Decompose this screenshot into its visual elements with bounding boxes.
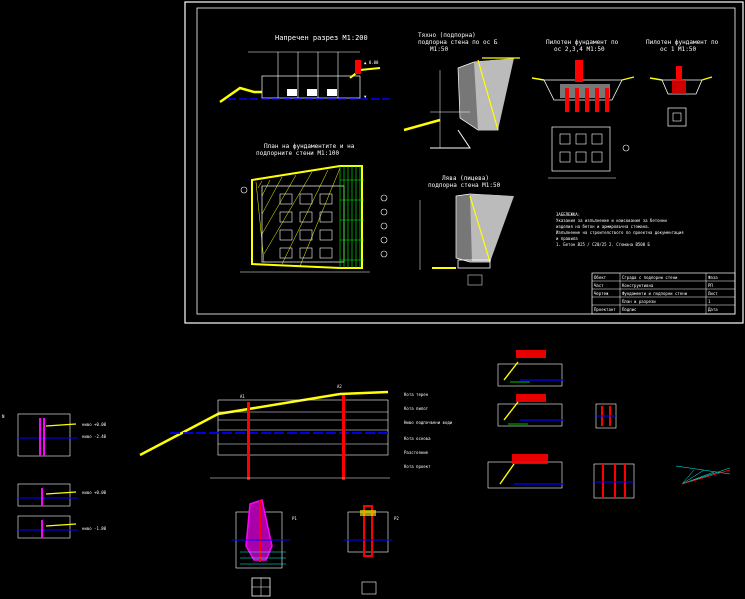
title-block-cell: Сграда с подпорни стени	[622, 275, 678, 280]
svg-text:▲ 0.00: ▲ 0.00	[364, 60, 379, 65]
title-block-cell: Конструктивна	[622, 283, 654, 288]
plan-title: План на фундаментите и на подпорните сте…	[256, 143, 358, 157]
pile-detail-left: P1	[232, 499, 297, 597]
note-line: 1. Бетон В25 / С20/25 2. Стомана В500 Б	[556, 242, 651, 247]
level-label: ниво -2.40	[82, 434, 107, 439]
pile-detail-right: P2	[344, 505, 399, 595]
profile-label: Ниво подпочвени води	[404, 420, 453, 425]
terrain-line	[219, 86, 262, 104]
sheet-notes: ЗАБЕЛЕЖКА: Указания за изпълнение и изис…	[556, 212, 684, 247]
profile-label: Кота пилот	[404, 406, 429, 411]
title-block-cell: Дата	[708, 307, 718, 312]
plan-hatched-wall	[251, 165, 363, 269]
title-block-cell: Част	[594, 283, 604, 288]
fan-detail	[675, 465, 731, 485]
title-block-cell: Проектант	[594, 307, 616, 312]
title-block-cell: Фаза	[708, 275, 718, 280]
title-block: Обект Сграда с подпорни стени Фаза Част …	[591, 272, 736, 315]
title-block-cell: Лист	[708, 291, 718, 296]
note-line: Указания за изпълнение и изисквания за б…	[556, 218, 667, 223]
section-longitudinal-view: Напречен разрез М1:200 ▲ 0.00 ▼	[219, 34, 390, 104]
level-label: ниво +0.00	[82, 422, 107, 427]
left-details: ниво +0.00 ниво -2.40 ниво +0.00 ниво -1…	[2, 413, 107, 539]
pile-tag: P1	[292, 516, 297, 521]
profile-label: Кота основа	[404, 436, 431, 441]
profile-terrain	[139, 390, 389, 457]
title-block-cell: Обект	[594, 275, 607, 280]
foundation-a-title: Пилотен фундамент по ос 2,3,4 М1:50	[546, 39, 622, 53]
profile-tag: A2	[337, 384, 342, 389]
section-longitudinal-title: Напречен разрез М1:200	[275, 34, 368, 42]
level-label: ниво +0.00	[82, 490, 107, 495]
level-label: ниво -1.80	[82, 526, 107, 531]
profile-label: Кота проект	[404, 464, 431, 469]
svg-text:▼: ▼	[364, 94, 367, 99]
note-line: Изпълнение на строителството по проектна…	[556, 230, 684, 235]
profile-tag: A1	[240, 394, 245, 399]
note-line: изделия на бетон и армировъчна стомана.	[556, 224, 650, 229]
drawing-sheet	[184, 1, 744, 324]
title-block-cell: 1	[708, 299, 711, 304]
retaining-wall-right-view: Тяхно (подпорна) подпорна стена по ос Б …	[403, 32, 520, 149]
retaining-wall-left-view: Лява (лицева) подпорна стена М1:50	[419, 175, 514, 286]
pile-tag: P2	[394, 516, 399, 521]
foundation-b-title: Пилотен фундамент по ос 1 М1:50	[646, 39, 722, 53]
foundation-a-view: Пилотен фундамент по ос 2,3,4 М1:50	[531, 39, 635, 179]
title-block-cell: РП	[708, 283, 713, 288]
retaining-wall-left-title: Лява (лицева) подпорна стена М1:50	[428, 175, 501, 189]
tag-label: N	[2, 414, 5, 419]
sheet-outer-border	[184, 1, 744, 324]
small-section-detail	[593, 403, 635, 499]
plan-view: План на фундаментите и на подпорните сте…	[240, 143, 388, 273]
plan-reinforcement	[339, 166, 364, 268]
note-line: и правила	[556, 236, 578, 241]
profile-view: A1 A2 Кота терен Кота пилот Ниво подпочв…	[139, 384, 453, 480]
title-block-cell: Чертеж	[594, 291, 609, 296]
title-block-cell: План и разрези	[622, 299, 656, 304]
foundation-b-view: Пилотен фундамент по ос 1 М1:50	[646, 39, 722, 127]
note-line: ЗАБЕЛЕЖКА:	[556, 212, 580, 217]
right-details	[487, 350, 564, 489]
profile-label: Разстояние	[404, 450, 429, 455]
profile-piles	[247, 395, 345, 480]
retaining-wall-right-title: Тяхно (подпорна) подпорна стена по ос Б …	[418, 32, 501, 53]
title-block-cell: Подпис	[622, 307, 637, 312]
title-block-cell: Фундаменти и подпорни стени	[622, 291, 688, 296]
profile-label: Кота терен	[404, 392, 429, 397]
sheet-inner-border	[196, 7, 736, 315]
